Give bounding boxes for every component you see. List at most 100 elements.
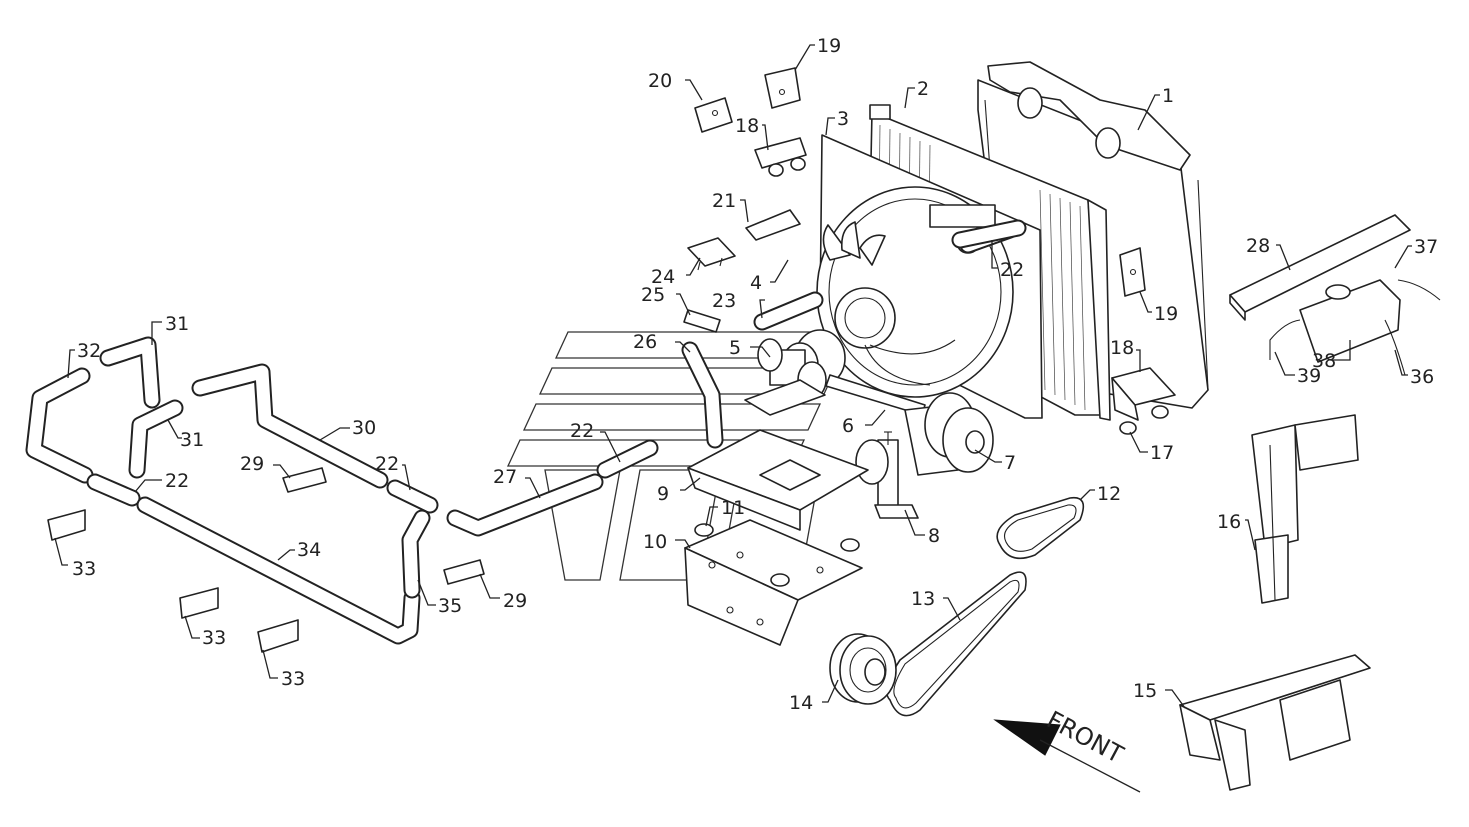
base-plate-bracket bbox=[684, 519, 863, 646]
callout-11: 11 bbox=[705, 497, 745, 527]
belt-v-small bbox=[996, 496, 1085, 560]
svg-text:31: 31 bbox=[180, 429, 204, 451]
hose-26 bbox=[681, 341, 724, 449]
hose-22-mid bbox=[596, 439, 659, 479]
callout-24: 24 bbox=[651, 257, 701, 288]
callout-31-upper: 31 bbox=[151, 313, 189, 345]
svg-text:12: 12 bbox=[1097, 483, 1121, 505]
svg-text:25: 25 bbox=[641, 284, 665, 306]
pipe-27 bbox=[446, 473, 604, 537]
belt-tensioner bbox=[855, 431, 919, 519]
hose-22-left-pipe bbox=[386, 479, 439, 514]
callout-21: 21 bbox=[712, 190, 749, 223]
vertical-support-bracket bbox=[1251, 414, 1359, 604]
crank-pulley bbox=[829, 633, 897, 705]
hose-31-upper bbox=[99, 336, 161, 409]
callout-10: 10 bbox=[643, 531, 691, 553]
hose-23 bbox=[753, 291, 824, 331]
svg-text:23: 23 bbox=[712, 290, 736, 312]
callout-15: 15 bbox=[1133, 680, 1186, 709]
clip-33-c bbox=[257, 619, 299, 653]
svg-text:7: 7 bbox=[1004, 452, 1016, 474]
callout-31-lower: 31 bbox=[167, 419, 204, 451]
callout-19-upper: 19 bbox=[794, 35, 841, 71]
callout-8: 8 bbox=[904, 509, 940, 547]
bracket-19-right bbox=[1119, 247, 1146, 297]
cooling-fan bbox=[822, 221, 956, 386]
svg-text:38: 38 bbox=[1312, 350, 1336, 372]
svg-text:28: 28 bbox=[1246, 235, 1270, 257]
svg-text:8: 8 bbox=[928, 525, 940, 547]
callout-18-upper: 18 bbox=[735, 115, 769, 151]
callout-30: 30 bbox=[319, 417, 376, 441]
clip-33-b bbox=[179, 587, 219, 619]
svg-text:2: 2 bbox=[917, 78, 929, 100]
svg-text:39: 39 bbox=[1297, 365, 1321, 387]
pulley-bearing-assembly bbox=[904, 392, 994, 476]
svg-text:32: 32 bbox=[77, 340, 101, 362]
svg-text:26: 26 bbox=[633, 331, 657, 353]
svg-text:14: 14 bbox=[789, 692, 813, 714]
belt-v-long bbox=[885, 571, 1027, 717]
callout-38: 38 bbox=[1312, 340, 1351, 372]
hose-35 bbox=[401, 509, 431, 599]
callout-27: 27 bbox=[493, 466, 541, 499]
callout-20: 20 bbox=[648, 70, 703, 101]
rubber-isolators bbox=[1119, 405, 1169, 435]
callout-9: 9 bbox=[657, 477, 701, 505]
svg-text:18: 18 bbox=[735, 115, 759, 137]
callout-32: 32 bbox=[67, 340, 101, 379]
svg-text:33: 33 bbox=[281, 668, 305, 690]
callout-19-right: 19 bbox=[1139, 291, 1178, 325]
svg-text:6: 6 bbox=[842, 415, 854, 437]
callout-5: 5 bbox=[729, 337, 771, 359]
svg-text:11: 11 bbox=[721, 497, 745, 519]
clip-29-upper bbox=[282, 467, 327, 493]
callout-16: 16 bbox=[1217, 511, 1256, 551]
crossmember bbox=[1229, 214, 1411, 321]
callout-18-lower: 18 bbox=[1110, 337, 1141, 372]
callout-36: 36 bbox=[1394, 349, 1434, 388]
svg-text:10: 10 bbox=[643, 531, 667, 553]
bracket-21 bbox=[745, 209, 801, 241]
svg-text:13: 13 bbox=[911, 588, 935, 610]
svg-text:22: 22 bbox=[570, 420, 594, 442]
svg-text:5: 5 bbox=[729, 337, 741, 359]
callout-6: 6 bbox=[842, 409, 886, 437]
callout-17: 17 bbox=[1129, 431, 1174, 464]
fan-drive-hub bbox=[757, 329, 846, 388]
hose-22-upper bbox=[951, 219, 1027, 249]
front-direction-arrow: FRONT bbox=[993, 706, 1141, 793]
svg-text:33: 33 bbox=[72, 558, 96, 580]
svg-text:18: 18 bbox=[1110, 337, 1134, 359]
callout-33-c: 33 bbox=[262, 649, 305, 690]
frame-mount-bracket bbox=[1179, 654, 1371, 791]
callout-3: 3 bbox=[825, 108, 849, 136]
callout-12: 12 bbox=[1079, 483, 1121, 505]
svg-text:27: 27 bbox=[493, 466, 517, 488]
bracket-19-upper bbox=[764, 67, 801, 109]
svg-text:22: 22 bbox=[165, 470, 189, 492]
svg-text:24: 24 bbox=[651, 266, 675, 288]
callout-33-b: 33 bbox=[184, 615, 226, 649]
callout-14: 14 bbox=[789, 679, 839, 714]
svg-text:15: 15 bbox=[1133, 680, 1157, 702]
callout-33-a: 33 bbox=[54, 537, 96, 580]
svg-text:22: 22 bbox=[1000, 259, 1024, 281]
pipe-32 bbox=[25, 367, 94, 484]
svg-text:36: 36 bbox=[1410, 366, 1434, 388]
callout-25: 25 bbox=[641, 284, 691, 316]
rubber-mounts bbox=[694, 523, 860, 587]
svg-text:16: 16 bbox=[1217, 511, 1241, 533]
svg-text:30: 30 bbox=[352, 417, 376, 439]
hose-31-lower bbox=[128, 399, 184, 479]
callout-26: 26 bbox=[633, 331, 691, 353]
svg-text:22: 22 bbox=[375, 453, 399, 475]
svg-text:21: 21 bbox=[712, 190, 736, 212]
svg-text:37: 37 bbox=[1414, 236, 1438, 258]
callout-4: 4 bbox=[750, 259, 789, 294]
callout-29-upper: 29 bbox=[240, 453, 291, 479]
svg-text:4: 4 bbox=[750, 272, 762, 294]
pipe-30 bbox=[191, 363, 389, 489]
